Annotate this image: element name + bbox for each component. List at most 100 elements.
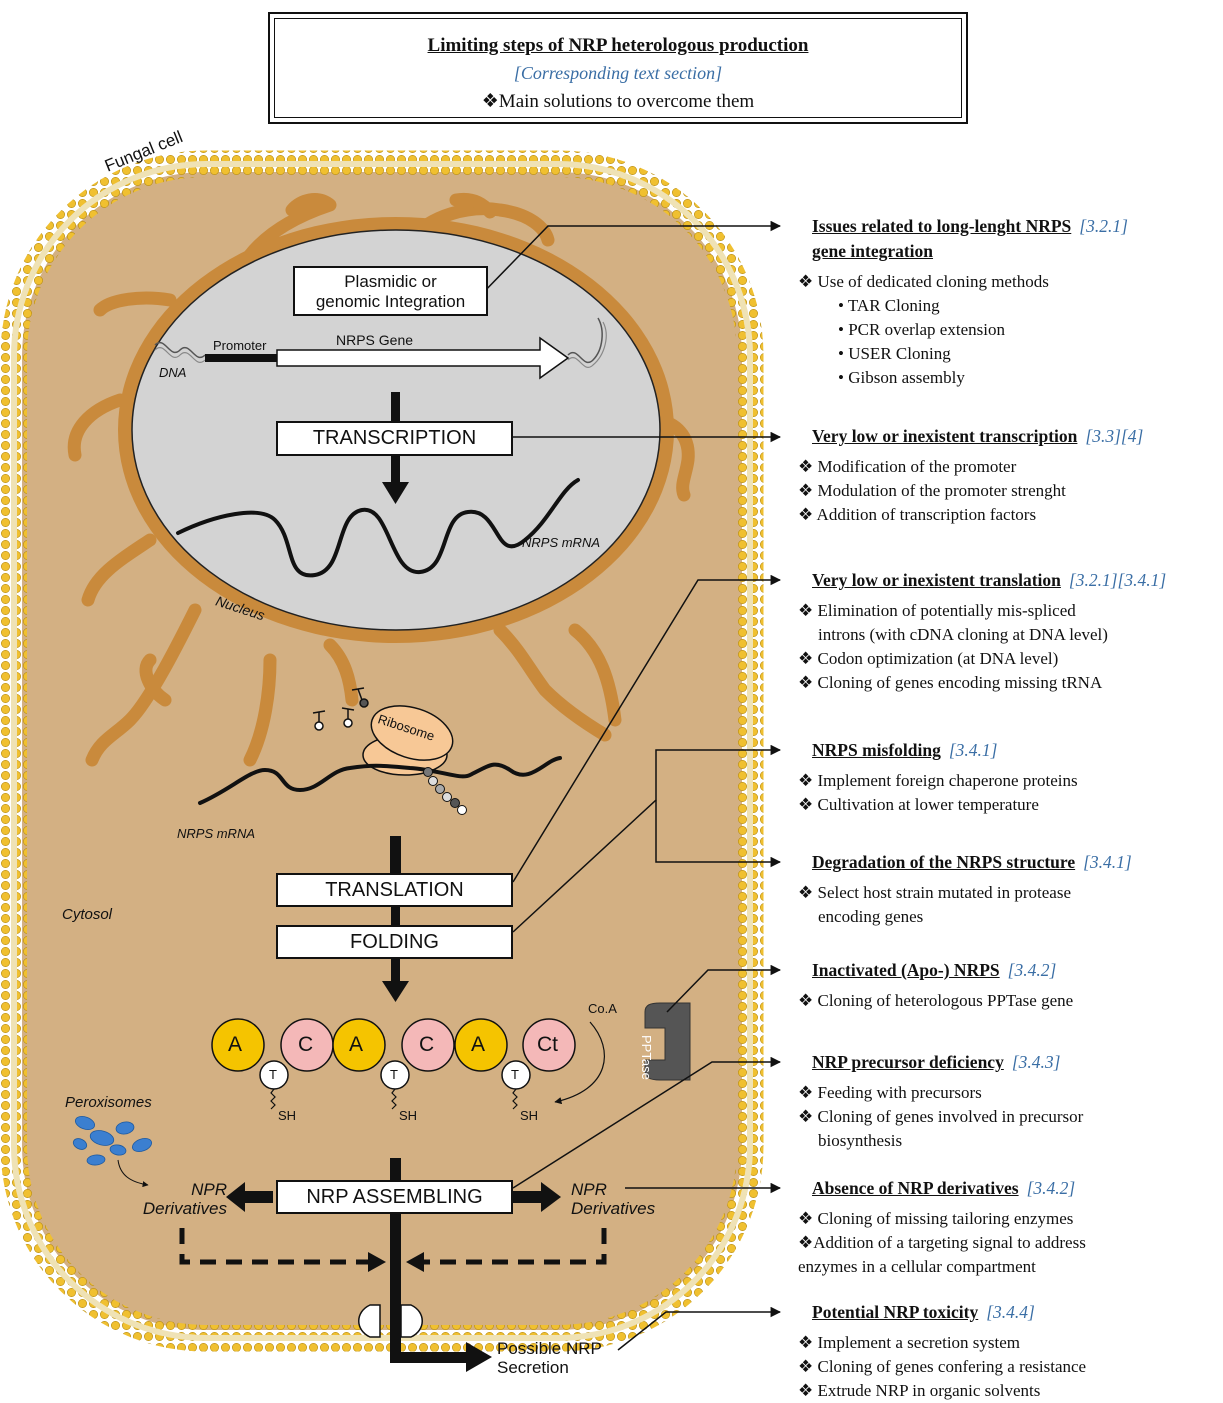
promoter-bar [205,354,277,362]
legend-reference: [Corresponding text section] [275,63,961,84]
arrow-assembling-to-secretion-shaft [390,1212,401,1362]
domain-t3: T [511,1067,519,1082]
note-subitem: • TAR Cloning [798,294,1223,318]
sh-label-1: SH [278,1108,296,1123]
assembling-box: NRP ASSEMBLING [276,1180,513,1214]
secretion-line-2: Secretion [497,1358,602,1377]
note-item: ❖ Modification of the promoter [798,455,1223,479]
dna-label: DNA [159,365,186,380]
note-heading: Very low or inexistent transcription [812,426,1077,446]
note-item: ❖ Use of dedicated cloning methods [798,270,1223,294]
arrow-assembling-right-shaft [513,1191,543,1203]
note-item-continued: biosynthesis [798,1129,1223,1153]
arrow-secretion-horizontal [390,1352,470,1363]
note-ref: [3.4.1] [1083,852,1132,872]
promoter-label: Promoter [213,338,266,353]
note-ref: [3.4.3] [1012,1052,1061,1072]
note-item: ❖ Implement a secretion system [798,1331,1223,1355]
integration-line-1: Plasmidic or [295,272,486,292]
note-transcription: Very low or inexistent transcription [3.3… [798,424,1223,527]
folding-label: FOLDING [350,931,439,953]
arrow-assembling-left-shaft [243,1191,273,1203]
arrow-nrps-to-assembling [390,1158,401,1182]
arrow-translation-to-folding [391,906,400,926]
pptase-label: PPTase [639,1035,654,1080]
transcription-label: TRANSCRIPTION [313,427,476,449]
note-item: ❖ Addition of transcription factors [798,503,1223,527]
sh-label-2: SH [399,1108,417,1123]
note-ref: [3.4.4] [986,1302,1035,1322]
coa-label: Co.A [588,1001,617,1016]
note-ref: [3.2.1] [1079,216,1128,236]
arrow-folding-to-nrps-shaft [391,958,400,983]
translation-label: TRANSLATION [325,879,464,901]
mrna-cytosol-label: NRPS mRNA [177,826,255,841]
note-gene-integration: Issues related to long-lenght NRPS[3.2.1… [798,214,1223,390]
domain-c1: C [298,1033,313,1057]
sh-label-3: SH [520,1108,538,1123]
mrna-nucleus-label: NRPS mRNA [522,535,600,550]
note-item: ❖ Elimination of potentially mis-spliced [798,599,1223,623]
note-ref: [3.3][4] [1085,426,1143,446]
note-item: ❖ Feeding with precursors [798,1081,1223,1105]
legend-title: Limiting steps of NRP heterologous produ… [275,35,961,57]
domain-a1: A [228,1033,242,1057]
legend-solutions: ❖Main solutions to overcome them [275,90,961,113]
note-item: ❖ Extrude NRP in organic solvents [798,1379,1223,1403]
note-item-continued: encoding genes [798,905,1223,929]
arrow-transcription-to-mrna-shaft [391,455,400,485]
note-degradation: Degradation of the NRPS structure[3.4.1]… [798,850,1223,929]
derivatives-right-line-1: NPR [571,1180,655,1199]
secretion-line-1: Possible NRP [497,1339,602,1358]
note-ref: [3.4.2] [1027,1178,1076,1198]
derivatives-right-line-2: Derivatives [571,1199,655,1218]
note-item: ❖ Codon optimization (at DNA level) [798,647,1223,671]
note-item: ❖ Cloning of genes involved in precursor [798,1105,1223,1129]
derivatives-right-label: NPR Derivatives [571,1180,655,1218]
integration-box: Plasmidic or genomic Integration [293,266,488,316]
note-item: ❖ Cultivation at lower temperature [798,793,1223,817]
note-heading: Potential NRP toxicity [812,1302,978,1322]
note-translation: Very low or inexistent translation [3.2.1… [798,568,1223,695]
translation-box: TRANSLATION [276,873,513,907]
nrps-gene-label: NRPS Gene [336,332,413,348]
note-item: ❖Addition of a targeting signal to addre… [798,1231,1223,1255]
legend-box: Limiting steps of NRP heterologous produ… [268,12,968,124]
note-toxicity: Potential NRP toxicity [3.4.4] ❖ Implemen… [798,1300,1223,1403]
note-item: ❖ Modulation of the promoter strenght [798,479,1223,503]
note-apo-nrps: Inactivated (Apo-) NRPS [3.4.2] ❖ Cloning… [798,958,1223,1013]
transcription-box: TRANSCRIPTION [276,421,513,456]
domain-ct: Ct [537,1033,558,1057]
note-item: ❖ Cloning of missing tailoring enzymes [798,1207,1223,1231]
note-item: ❖ Cloning of genes encoding missing tRNA [798,671,1223,695]
note-ref: [3.4.2] [1008,960,1057,980]
note-subitem: • PCR overlap extension [798,318,1223,342]
note-heading-2: gene integration [812,241,933,261]
derivatives-left-line-1: NPR [127,1180,227,1199]
domain-t1: T [269,1067,277,1082]
note-heading: Very low or inexistent translation [812,570,1061,590]
note-subitem: • Gibson assembly [798,366,1223,390]
note-item: ❖ Cloning of genes confering a resistanc… [798,1355,1223,1379]
secretion-label: Possible NRP Secretion [497,1339,602,1377]
note-ref: [3.4.1] [949,740,998,760]
domain-a3: A [471,1033,485,1057]
note-item: ❖ Implement foreign chaperone proteins [798,769,1223,793]
note-misfolding: NRPS misfolding [3.4.1] ❖ Implement forei… [798,738,1223,817]
note-heading: Absence of NRP derivatives [812,1178,1019,1198]
domain-t2: T [390,1067,398,1082]
note-item: ❖ Cloning of heterologous PPTase gene [798,989,1223,1013]
note-heading: NRPS misfolding [812,740,941,760]
integration-line-2: genomic Integration [295,292,486,312]
domain-c2: C [419,1033,434,1057]
folding-box: FOLDING [276,925,513,959]
note-item: ❖ Select host strain mutated in protease [798,881,1223,905]
note-derivatives: Absence of NRP derivatives [3.4.2] ❖ Clon… [798,1176,1223,1279]
arrow-mrna-to-translation [390,836,401,874]
arrow-dna-to-transcription [391,392,400,422]
peroxisomes-label: Peroxisomes [65,1094,152,1111]
assembling-label: NRP ASSEMBLING [306,1186,482,1208]
cytosol-label: Cytosol [62,906,112,923]
note-ref: [3.2.1][3.4.1] [1069,570,1166,590]
note-heading: Inactivated (Apo-) NRPS [812,960,1000,980]
